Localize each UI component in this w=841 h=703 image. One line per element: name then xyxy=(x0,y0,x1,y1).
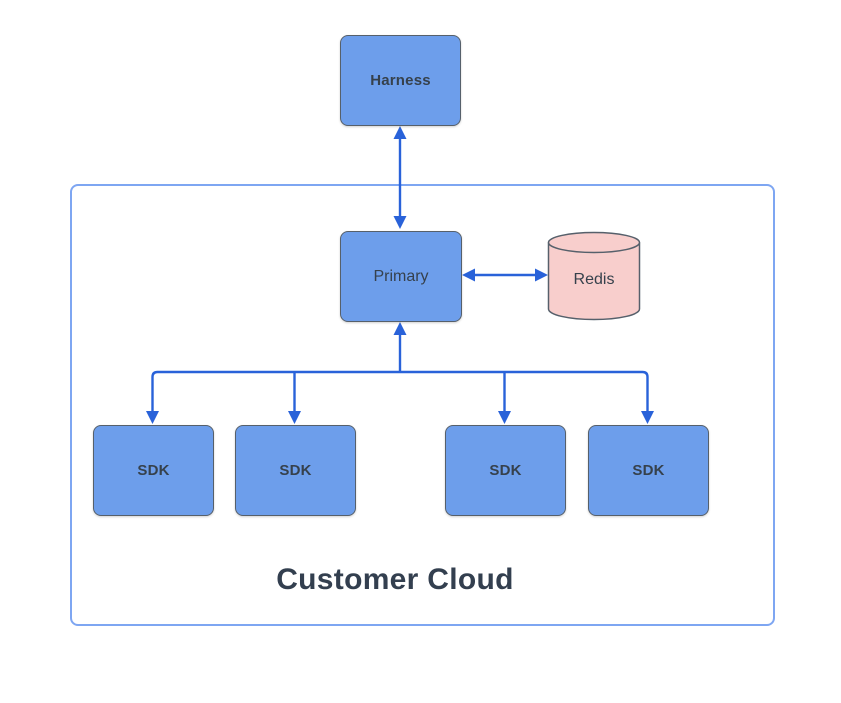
node-primary[interactable]: Primary xyxy=(340,231,462,322)
customer-cloud-container[interactable] xyxy=(70,184,775,626)
node-sdk-1[interactable]: SDK xyxy=(93,425,214,516)
node-sdk-2[interactable]: SDK xyxy=(235,425,356,516)
node-primary-label: Primary xyxy=(373,267,429,285)
node-sdk-2-label: SDK xyxy=(279,462,312,479)
node-sdk-3[interactable]: SDK xyxy=(445,425,566,516)
node-harness[interactable]: Harness xyxy=(340,35,461,126)
node-sdk-4[interactable]: SDK xyxy=(588,425,709,516)
node-redis[interactable]: Redis xyxy=(547,231,641,322)
redis-database-cylinder-icon xyxy=(547,231,641,321)
node-sdk-4-label: SDK xyxy=(632,462,665,479)
node-sdk-3-label: SDK xyxy=(489,462,522,479)
node-sdk-1-label: SDK xyxy=(137,462,170,479)
customer-cloud-title: Customer Cloud xyxy=(276,563,514,596)
node-harness-label: Harness xyxy=(370,72,431,89)
